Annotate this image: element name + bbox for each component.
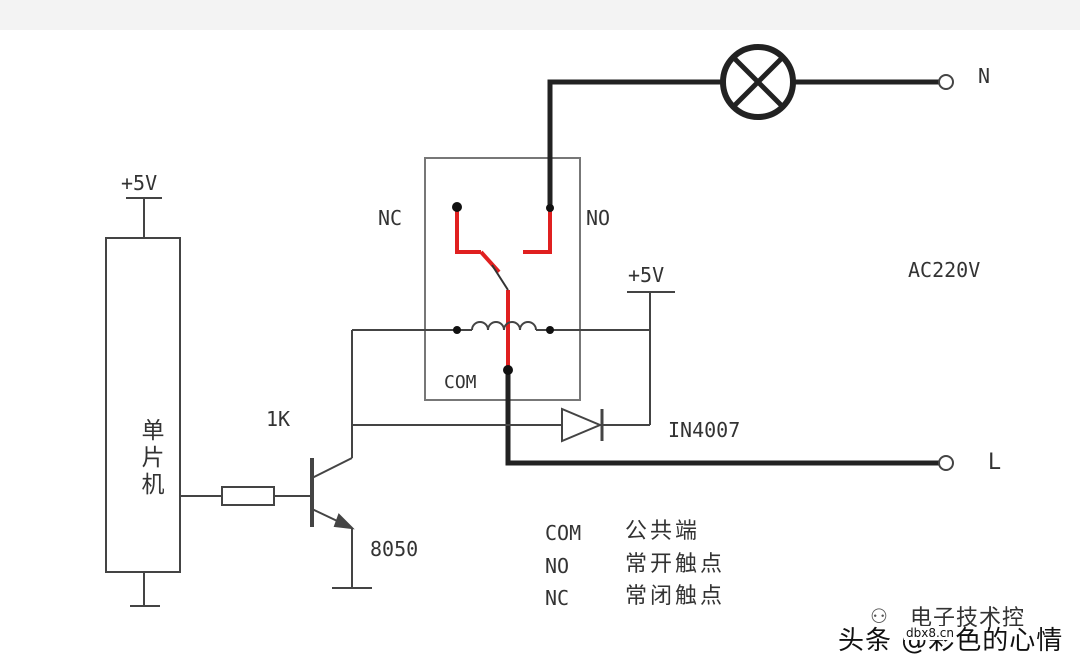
label-in4007: IN4007 [668,418,741,442]
coil-dot-right [546,326,554,334]
wechat-icon: ⚇ [870,604,888,628]
relay-contacts [455,208,552,370]
label-vcc-right: +5V [628,263,665,287]
legend-abbr-nc: NC [545,586,570,610]
legend-abbr-no: NO [545,554,570,578]
legend-desc-nc: 常闭触点 [625,584,726,609]
com-contact-dot [503,365,513,375]
watermark-site: dbx8.cn [904,626,956,640]
mcu-label: 单片机 [137,418,163,499]
label-vcc-left: +5V [121,171,158,195]
transistor-symbol [310,457,372,589]
label-ac220v: AC220V [908,258,981,282]
no-contact-dot [546,204,554,212]
lamp-wire [547,79,722,210]
legend-desc-no: 常开触点 [625,552,726,577]
label-1k: 1K [266,407,291,431]
label-nc: NC [378,206,403,230]
resistor-1k [221,486,275,506]
com-to-l-wire [505,370,940,466]
label-n: N [978,64,991,88]
relay-coil [352,321,650,331]
legend-abbr-com: COM [545,521,582,545]
terminal-l [938,455,954,471]
nc-contact-dot [452,202,462,212]
watermark: ⚇ 电子技术控 头条 @彩色的心情 dbx8.cn [838,600,1074,656]
label-no: NO [586,206,611,230]
label-com: COM [444,372,477,393]
label-8050: 8050 [370,537,419,561]
lamp-icon [720,44,796,120]
mcu-box [105,237,181,573]
label-l: L [988,450,1001,475]
relay-box [424,157,581,401]
legend-desc-com: 公共端 [625,519,701,544]
diode-symbol [561,407,604,443]
terminal-n [938,74,954,90]
coil-dot-left [453,326,461,334]
switch-arm [491,264,509,291]
top-bar [0,0,1080,30]
